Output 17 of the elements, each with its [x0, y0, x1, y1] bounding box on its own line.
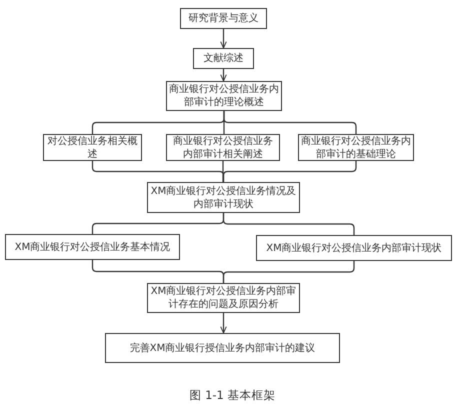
- process-box: XM商业银行对公授信业务情况及内部审计现状: [147, 182, 300, 213]
- process-box: XM商业银行对公授信业务内部审计现状: [256, 235, 452, 261]
- process-box: 对公授信业务相关概述: [43, 134, 142, 161]
- figure-caption: 图 1-1 基本框架: [188, 388, 277, 403]
- process-box: 商业银行对公授信业务内部审计的理论概述: [166, 81, 282, 111]
- process-box: XM商业银行对公授信业务内部审计存在的问题及原因分析: [147, 283, 300, 313]
- process-box: 研究背景与意义: [180, 8, 267, 29]
- process-box: 完善XM商业银行授信业务内部审计的建议: [105, 333, 340, 363]
- connector-line: [222, 161, 224, 182]
- process-box: XM商业银行对公授信业务基本情况: [5, 234, 180, 260]
- arrow: [220, 313, 227, 334]
- process-box: 文献综述: [193, 48, 254, 69]
- process-box: 商业银行对公授信业务内部审计的基础理论: [298, 134, 414, 161]
- arrow: [220, 29, 227, 48]
- connector-line: [222, 161, 357, 182]
- process-box: 商业银行对公授信业务内部审计相关阐述: [166, 134, 280, 161]
- arrow: [220, 69, 227, 82]
